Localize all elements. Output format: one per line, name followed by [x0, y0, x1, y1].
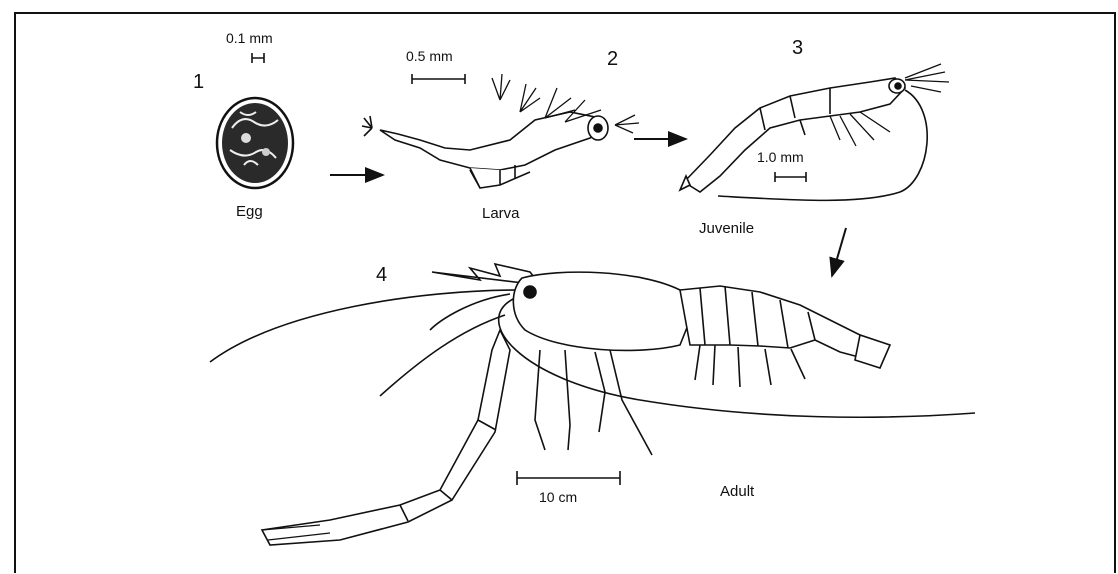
- scale-label-3: 1.0 mm: [757, 150, 804, 164]
- scale-bar-3: [775, 172, 806, 182]
- stage-number-3: 3: [792, 38, 803, 58]
- scale-bar-4: [517, 471, 620, 485]
- larva-illustration: [362, 74, 639, 188]
- adult-illustration: [210, 264, 975, 545]
- stage-name-juvenile: Juvenile: [699, 221, 754, 236]
- egg-illustration: [217, 98, 293, 188]
- scale-label-2: 0.5 mm: [406, 49, 453, 63]
- stage-number-4: 4: [376, 265, 387, 285]
- stage-number-2: 2: [607, 49, 618, 69]
- scale-label-4: 10 cm: [539, 490, 577, 504]
- scale-bar-1: [252, 53, 264, 63]
- scale-bar-2: [412, 74, 465, 84]
- scale-label-1: 0.1 mm: [226, 31, 273, 45]
- arrow-juvenile-to-adult: [832, 228, 846, 276]
- stage-number-1: 1: [193, 72, 204, 92]
- stage-name-adult: Adult: [720, 484, 754, 499]
- stage-name-larva: Larva: [482, 206, 520, 221]
- juvenile-illustration: [680, 64, 949, 200]
- stage-name-egg: Egg: [236, 204, 263, 219]
